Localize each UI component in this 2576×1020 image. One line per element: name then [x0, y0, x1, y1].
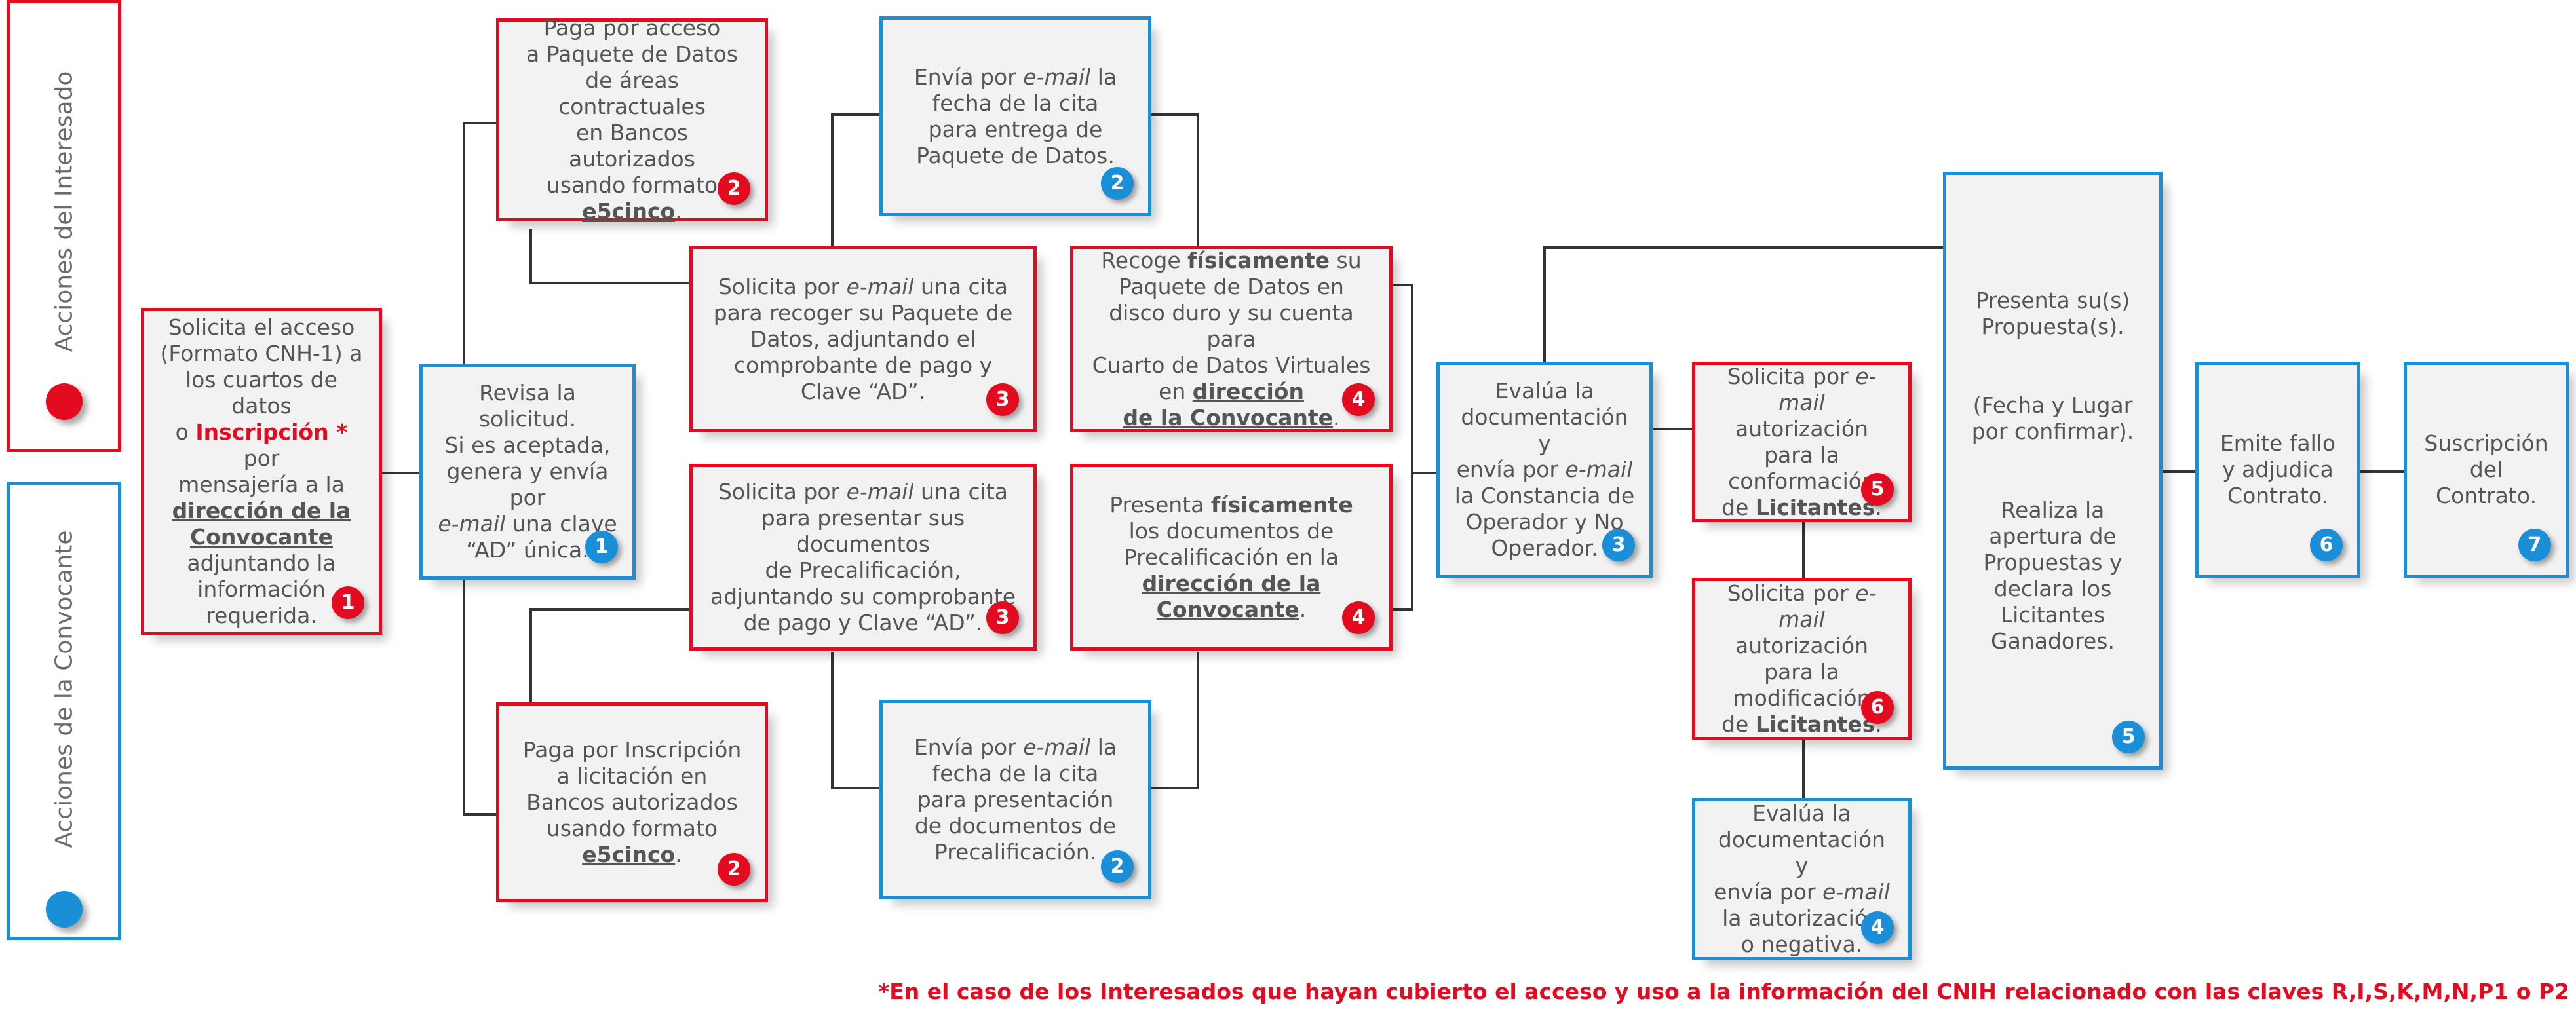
step-box-4: Paga por Inscripción a licitación en Ban… [496, 702, 768, 902]
step-number-badge: 5 [1861, 473, 1894, 506]
legend-convocante-label: Acciones de la Convocante [50, 530, 77, 848]
step-number-badge: 1 [585, 531, 618, 563]
step-box-8: Envía por e-mail la fecha de la cita par… [879, 700, 1151, 899]
step-text: Presenta su(s) Propuesta(s). (Fecha y Lu… [1971, 287, 2134, 654]
step-text: Envía por e-mail la fecha de la cita par… [913, 64, 1117, 168]
legend-interesado-label: Acciones del Interesado [50, 71, 77, 352]
step-text: Presenta físicamente los documentos de P… [1109, 491, 1353, 622]
legend-interesado: Acciones del Interesado [7, 0, 121, 452]
legend-convocante: Acciones de la Convocante [7, 482, 121, 940]
step-text: Emite fallo y adjudica Contrato. [2220, 430, 2336, 508]
step-text: Solicita el acceso (Formato CNH-1) a los… [160, 314, 363, 628]
step-number-badge: 3 [1602, 529, 1635, 561]
step-text: Suscripción del Contrato. [2424, 430, 2548, 508]
step-box-15: Presenta su(s) Propuesta(s). (Fecha y Lu… [1943, 172, 2163, 770]
step-box-11: Evalúa la documentación y envía por e-ma… [1436, 362, 1653, 578]
step-number-badge: 2 [1101, 167, 1134, 200]
step-box-1: Solicita el acceso (Formato CNH-1) a los… [141, 308, 382, 635]
step-number-badge: 1 [332, 586, 364, 619]
step-number-badge: 2 [718, 853, 750, 886]
step-box-9: Recoge físicamente su Paquete de Datos e… [1070, 246, 1393, 432]
step-text: Recoge físicamente su Paquete de Datos e… [1092, 247, 1371, 430]
step-number-badge: 3 [986, 383, 1019, 416]
step-number-badge: 3 [986, 601, 1019, 634]
step-box-13: Solicita por e-mail autorización para la… [1692, 578, 1912, 740]
step-text: Paga por Inscripción a licitación en Ban… [522, 736, 742, 867]
step-box-16: Emite fallo y adjudica Contrato. 6 [2195, 362, 2360, 578]
step-text: Solicita por e-mail autorización para la… [1721, 580, 1882, 737]
step-box-14: Evalúa la documentación y envía por e-ma… [1692, 798, 1912, 960]
step-number-badge: 6 [2310, 529, 2343, 561]
step-number-badge: 4 [1342, 601, 1375, 634]
step-text: Solicita por e-mail una cita para presen… [710, 478, 1016, 635]
step-number-badge: 6 [1861, 691, 1894, 724]
step-text: Evalúa la documentación y envía por e-ma… [1714, 801, 1890, 957]
footnote: *En el caso de los Interesados que hayan… [877, 979, 2569, 1004]
step-number-badge: 2 [1101, 850, 1134, 883]
step-number-badge: 5 [2112, 721, 2145, 753]
step-text: Paga por acceso a Paquete de Datos de ár… [526, 15, 738, 224]
step-number-badge: 7 [2518, 529, 2551, 561]
step-box-5: Solicita por e-mail una cita para recoge… [689, 246, 1037, 432]
step-box-12: Solicita por e-mail autorización para la… [1692, 362, 1912, 522]
step-number-badge: 2 [718, 172, 750, 205]
step-text: Envía por e-mail la fecha de la cita par… [913, 734, 1117, 865]
red-dot-icon [45, 383, 83, 420]
step-box-3: Paga por acceso a Paquete de Datos de ár… [496, 15, 768, 224]
step-box-7: Envía por e-mail la fecha de la cita par… [879, 16, 1151, 216]
step-box-17: Suscripción del Contrato. 7 [2404, 362, 2569, 578]
step-box-2: Revisa la solicitud. Si es aceptada, gen… [419, 364, 636, 580]
blue-dot-icon [45, 891, 83, 928]
step-text: Solicita por e-mail autorización para la… [1721, 363, 1882, 520]
step-text: Revisa la solicitud. Si es aceptada, gen… [438, 380, 617, 563]
step-box-6: Solicita por e-mail una cita para presen… [689, 464, 1037, 651]
step-box-10: Presenta físicamente los documentos de P… [1070, 464, 1393, 651]
step-text: Evalúa la documentación y envía por e-ma… [1454, 378, 1635, 561]
step-number-badge: 4 [1861, 911, 1894, 944]
step-number-badge: 4 [1342, 383, 1375, 416]
step-text: Solicita por e-mail una cita para recoge… [713, 273, 1013, 404]
